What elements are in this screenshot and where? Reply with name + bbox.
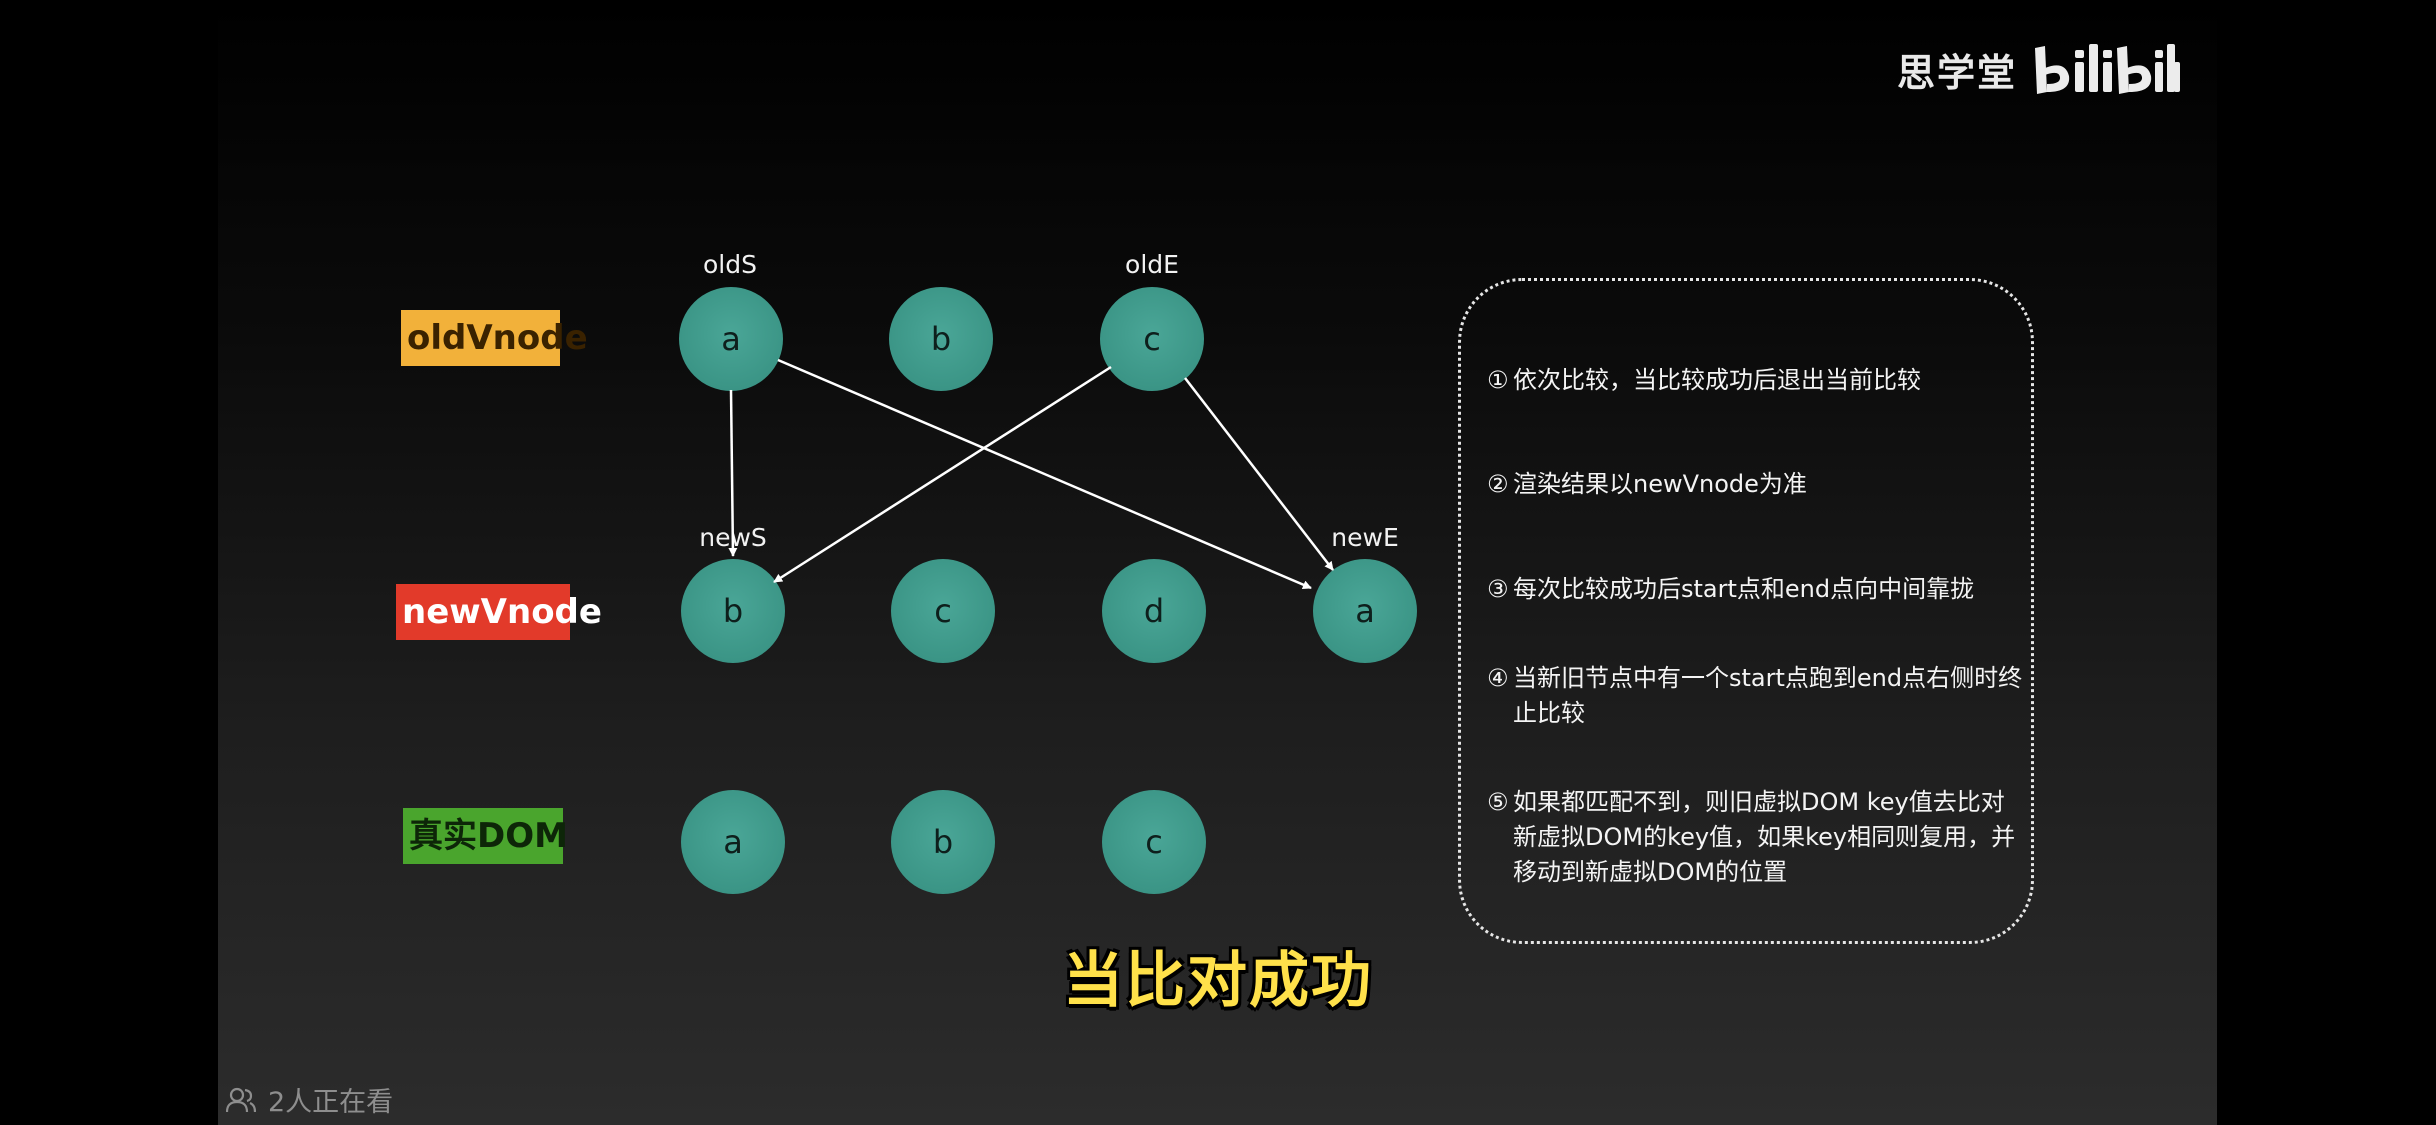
rule-5-line-2: 新虚拟DOM的key值，如果key相同则复用，并 <box>1513 823 2016 851</box>
rule-5-line-3: 移动到新虚拟DOM的位置 <box>1513 858 1788 886</box>
dom-node-1: a <box>681 790 785 894</box>
pointer-old-start: oldS <box>703 250 757 279</box>
oldvnode-label: oldVnode <box>401 310 588 366</box>
rule-5-line-1: 如果都匹配不到，则旧虚拟DOM key值去比对 <box>1513 788 2005 816</box>
old-node-2: b <box>889 287 993 391</box>
rule-2-number: ② <box>1487 470 1509 498</box>
rule-5-number: ⑤ <box>1487 788 1509 816</box>
slide-frame: 思学堂 <box>218 0 2217 1125</box>
new-node-4: a <box>1313 559 1417 663</box>
video-subtitle: 当比对成功 <box>1063 946 1373 1016</box>
old-node-3: c <box>1100 287 1204 391</box>
bilibili-logo-icon <box>2035 44 2180 94</box>
rule-2-line-1: 渲染结果以newVnode为准 <box>1513 470 1807 498</box>
arrow-old-a-to-new-a <box>777 358 1312 590</box>
viewer-count: 2人正在看 <box>226 1080 393 1119</box>
arrow-old-a-to-new-b <box>728 389 738 557</box>
newvnode-label: newVnode <box>396 584 602 640</box>
old-node-1: a <box>679 287 783 391</box>
new-node-3: d <box>1102 559 1206 663</box>
rule-4-number: ④ <box>1487 664 1509 692</box>
rule-3-number: ③ <box>1487 575 1509 603</box>
pointer-new-end: newE <box>1331 523 1399 552</box>
rule-1-number: ① <box>1487 366 1509 394</box>
new-node-2: c <box>891 559 995 663</box>
pointer-old-end: oldE <box>1125 250 1179 279</box>
rule-4-line-2: 止比较 <box>1513 699 1585 727</box>
rule-4-line-1: 当新旧节点中有一个start点跑到end点右侧时终 <box>1513 664 2023 692</box>
arrow-old-c-to-new-b <box>773 365 1112 584</box>
rule-1-line-1: 依次比较，当比较成功后退出当前比较 <box>1513 366 1921 394</box>
comparison-arrows <box>728 358 1334 590</box>
new-node-1: b <box>681 559 785 663</box>
watermark: 思学堂 <box>1897 38 2181 100</box>
people-icon <box>226 1087 256 1112</box>
real-dom-label: 真实DOM <box>403 808 568 864</box>
watermark-school-name: 思学堂 <box>1896 50 2017 95</box>
arrow-old-c-to-new-a <box>1184 377 1334 571</box>
dom-node-2: b <box>891 790 995 894</box>
dom-node-3: c <box>1102 790 1206 894</box>
viewer-count-text: 2人正在看 <box>268 1087 394 1118</box>
rule-3-line-1: 每次比较成功后start点和end点向中间靠拢 <box>1513 575 1975 603</box>
